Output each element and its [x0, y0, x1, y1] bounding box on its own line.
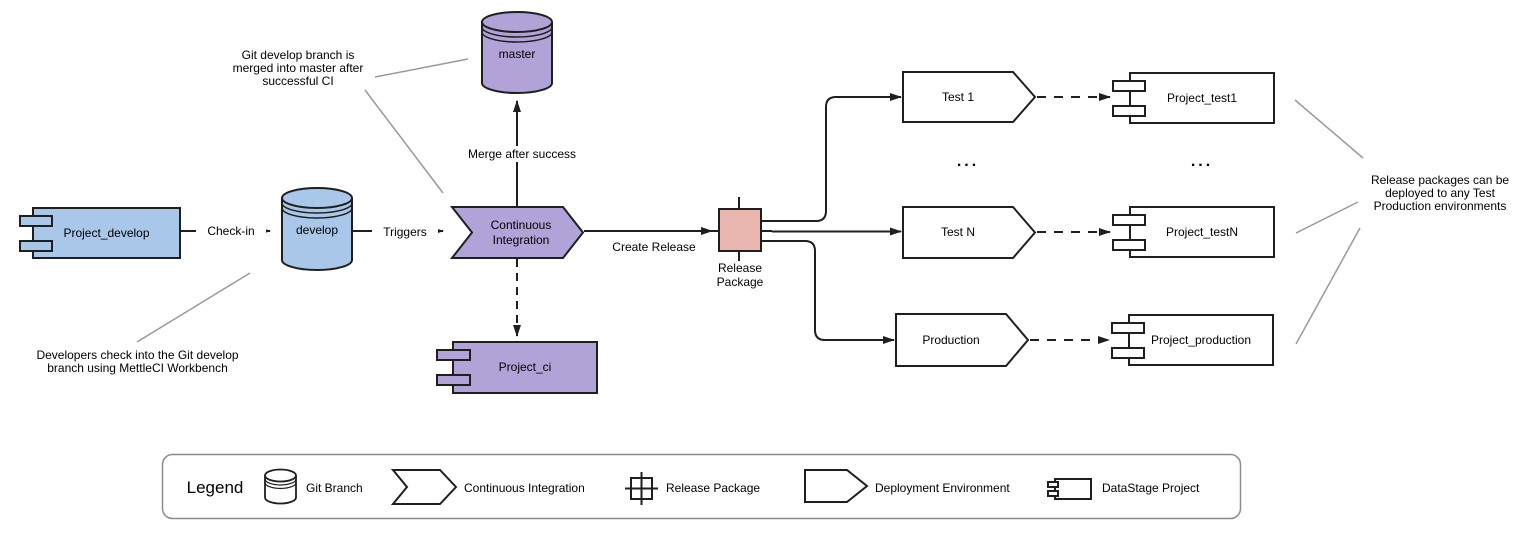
component-tab-icon — [1111, 322, 1145, 334]
release-note-line-production — [1295, 227, 1361, 345]
project-ci-component — [436, 341, 598, 394]
release-note: Release packages can be deployed to any … — [1370, 173, 1510, 213]
merge-note-line-to-ci — [364, 89, 444, 194]
project-testn-box — [1129, 206, 1275, 258]
release-to-production-connector — [761, 240, 895, 344]
continuous-integration-label: Continuous Integration — [490, 217, 552, 247]
production-environment-label: Production — [922, 332, 980, 347]
developers-note: Developers check into the Git develop br… — [36, 348, 239, 375]
check-in-edge-label: Check-in — [196, 223, 266, 239]
testn-environment-label: Test N — [940, 225, 975, 239]
project-test1-box — [1129, 72, 1275, 124]
project-testn-label: Project_testN — [1165, 224, 1239, 239]
release-to-test1-connector — [761, 93, 902, 222]
legend-title: Legend — [186, 477, 244, 497]
cylinder-rim — [281, 202, 353, 214]
merge-note-line-to-master — [374, 58, 469, 78]
continuous-integration-chevron — [449, 206, 585, 259]
component-tab-icon — [1112, 80, 1146, 92]
project-test1-label: Project_test1 — [1166, 90, 1238, 105]
deployment-environments — [895, 71, 1037, 367]
legend-icons — [264, 468, 1092, 505]
cylinder-rim — [481, 21, 553, 33]
project-develop-label: Project_develop — [63, 225, 150, 240]
project-production-box — [1128, 314, 1274, 366]
release-package-icon — [625, 472, 658, 505]
project-ci-label: Project_ci — [498, 360, 552, 374]
develop-branch-label: develop — [295, 222, 339, 237]
project-develop-box — [32, 207, 181, 259]
component-tab-icon — [436, 349, 471, 361]
release-note-line-testn — [1295, 201, 1359, 234]
git-branch-cylinder-icon — [481, 11, 553, 94]
component-tab-icon — [1112, 239, 1146, 251]
git-branch-cylinder-icon — [281, 187, 353, 271]
deployment-environment-icon — [804, 469, 869, 503]
project-develop-component — [19, 207, 181, 259]
component-tab-icon — [19, 240, 53, 252]
project-ci-box — [452, 341, 598, 394]
component-tab-icon — [19, 215, 53, 227]
developers-note-line — [136, 272, 251, 343]
legend-item-deployment-environment: Deployment Environment — [875, 480, 1010, 495]
merge-edge-label: Merge after success — [452, 146, 592, 162]
legend-item-continuous-integration: Continuous Integration — [464, 480, 585, 495]
test1-environment-label: Test 1 — [941, 89, 974, 104]
connectors — [181, 93, 1111, 344]
git-branch-cylinder-icon — [264, 468, 297, 505]
legend-item-release-package: Release Package — [666, 480, 761, 495]
cylinder-rim — [281, 207, 353, 219]
develop-branch-cylinder — [281, 187, 353, 271]
merge-note: Git develop branch is merged into master… — [232, 48, 364, 88]
project-production-label: Project_production — [1150, 332, 1252, 347]
legend-item-git-branch: Git Branch — [306, 480, 363, 495]
create-release-edge-label: Create Release — [612, 239, 696, 254]
production-environment-pentagon — [895, 313, 1030, 367]
testn-environment-pentagon — [902, 206, 1037, 259]
datastage-project-icon — [1047, 478, 1092, 500]
component-tab-icon — [1112, 105, 1146, 117]
triggers-edge-label: Triggers — [372, 224, 438, 240]
component-tab-icon — [436, 374, 471, 386]
component-tab-icon — [1112, 214, 1146, 226]
cylinder-rim — [481, 31, 553, 43]
master-branch-label: master — [498, 47, 536, 61]
legend-item-datastage-project: DataStage Project — [1102, 480, 1200, 495]
deployed-projects — [1111, 72, 1275, 366]
test1-environment-pentagon — [902, 71, 1037, 123]
master-branch-cylinder — [481, 11, 553, 94]
release-package-label: Release Package — [716, 261, 764, 289]
environments-ellipsis: ... — [956, 152, 980, 170]
release-package-icon — [718, 208, 762, 252]
release-note-line-test1 — [1294, 99, 1364, 159]
projects-ellipsis: ... — [1190, 152, 1214, 170]
cylinder-rim — [481, 26, 553, 38]
annotation-lines — [136, 58, 1364, 345]
continuous-integration-chevron-icon — [390, 469, 458, 505]
cylinder-rim — [281, 197, 353, 209]
component-tab-icon — [1111, 347, 1145, 359]
